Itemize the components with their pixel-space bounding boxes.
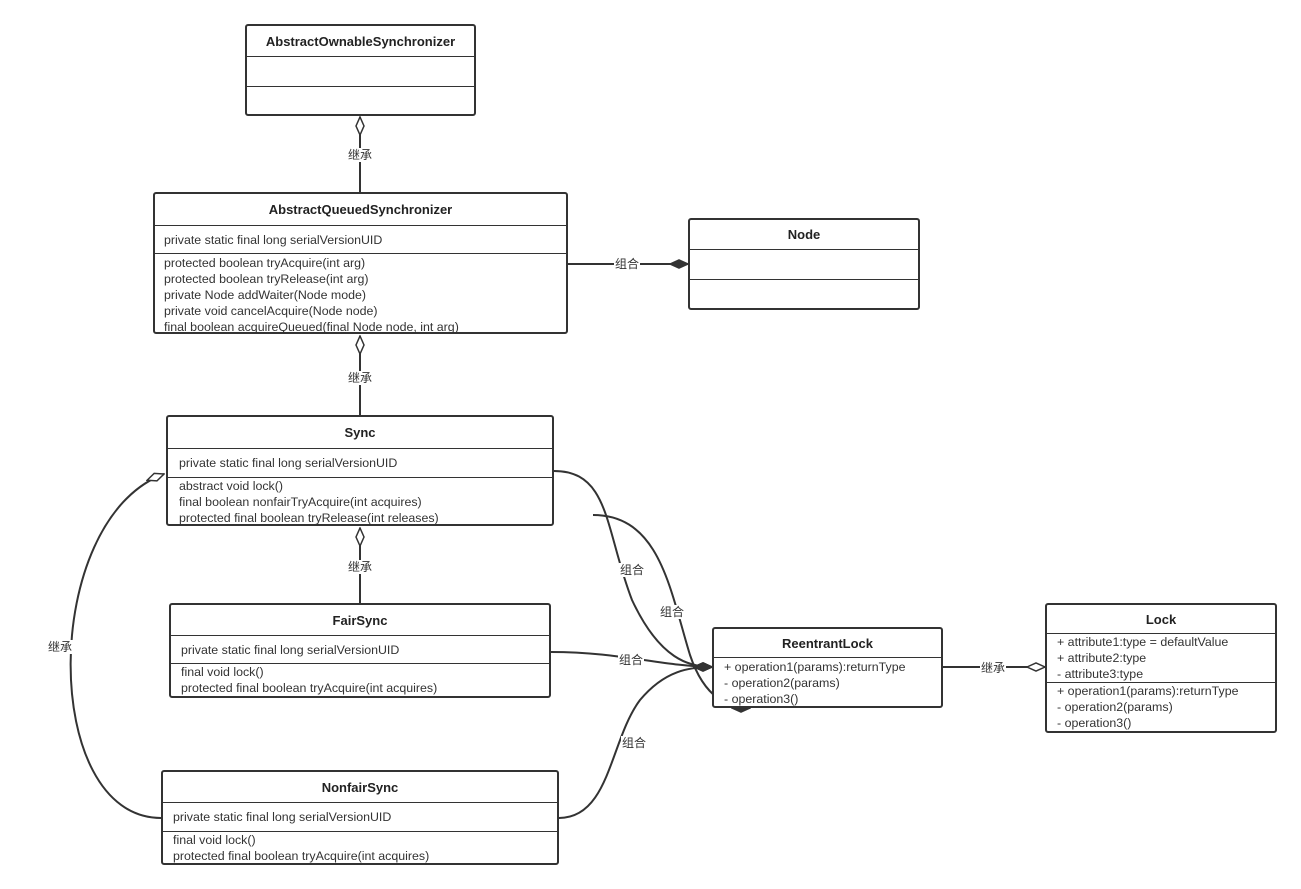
class-abstract-queued-synchronizer[interactable]: AbstractQueuedSynchronizer private stati… bbox=[153, 192, 568, 334]
operations-section bbox=[690, 280, 918, 308]
label-compose-sync-b: 组合 bbox=[659, 605, 686, 619]
attribute: private static final long serialVersionU… bbox=[173, 810, 392, 824]
attributes-section: private static final long serialVersionU… bbox=[155, 226, 566, 254]
operation: - operation2(params) bbox=[724, 676, 840, 690]
operation: - operation3() bbox=[1057, 716, 1132, 730]
edge-sync-to-rl-a[interactable] bbox=[553, 470, 712, 667]
operation: - operation2(params) bbox=[1057, 700, 1173, 714]
attribute: private static final long serialVersionU… bbox=[181, 642, 400, 657]
operations-section: + operation1(params):returnType - operat… bbox=[714, 659, 941, 707]
operation: + operation1(params):returnType bbox=[724, 660, 906, 674]
class-lock[interactable]: Lock + attribute1:type = defaultValue + … bbox=[1045, 603, 1277, 733]
label-inherit-nonfair-sync: 继承 bbox=[47, 640, 74, 654]
label-inherit-fair-sync: 继承 bbox=[347, 560, 374, 574]
attributes-section: private static final long serialVersionU… bbox=[163, 803, 557, 832]
operation: + operation1(params):returnType bbox=[1057, 684, 1239, 698]
attribute: + attribute2:type bbox=[1057, 651, 1147, 665]
operations-section: final void lock() protected final boolea… bbox=[163, 832, 557, 864]
attribute: private static final long serialVersionU… bbox=[164, 232, 383, 247]
attribute: - attribute3:type bbox=[1057, 667, 1144, 681]
class-name: Lock bbox=[1047, 605, 1275, 634]
class-name: Sync bbox=[168, 417, 552, 449]
operation: - operation3() bbox=[724, 692, 799, 706]
operation: protected final boolean tryAcquire(int a… bbox=[181, 681, 438, 695]
class-name: AbstractOwnableSynchronizer bbox=[247, 26, 474, 57]
edge-nonfair-to-rl[interactable] bbox=[558, 667, 712, 819]
class-node[interactable]: Node bbox=[688, 218, 920, 310]
operation: abstract void lock() bbox=[179, 479, 283, 493]
operation: private Node addWaiter(Node mode) bbox=[164, 288, 367, 302]
class-name: Node bbox=[690, 220, 918, 250]
class-sync[interactable]: Sync private static final long serialVer… bbox=[166, 415, 554, 526]
operation: private void cancelAcquire(Node node) bbox=[164, 304, 378, 318]
class-name: FairSync bbox=[171, 605, 549, 636]
class-nonfair-sync[interactable]: NonfairSync private static final long se… bbox=[161, 770, 559, 865]
operation: final boolean nonfairTryAcquire(int acqu… bbox=[179, 495, 422, 509]
attributes-section bbox=[247, 57, 474, 87]
class-name: NonfairSync bbox=[163, 772, 557, 803]
class-name: ReentrantLock bbox=[714, 629, 941, 658]
operation: final boolean acquireQueued(final Node n… bbox=[164, 320, 459, 334]
operations-section bbox=[247, 87, 474, 114]
class-name: AbstractQueuedSynchronizer bbox=[155, 194, 566, 226]
label-inherit-sync-aqs: 继承 bbox=[347, 371, 374, 385]
class-reentrant-lock[interactable]: ReentrantLock + operation1(params):retur… bbox=[712, 627, 943, 708]
operations-section: + operation1(params):returnType - operat… bbox=[1047, 683, 1275, 731]
label-inherit-rl-lock: 继承 bbox=[980, 661, 1007, 675]
operations-section: final void lock() protected final boolea… bbox=[171, 664, 549, 696]
operation: protected final boolean tryAcquire(int a… bbox=[173, 849, 430, 863]
operations-section: protected boolean tryAcquire(int arg) pr… bbox=[155, 254, 566, 335]
edge-nonfair-to-sync[interactable] bbox=[69, 474, 164, 819]
attributes-section: private static final long serialVersionU… bbox=[171, 636, 549, 664]
attribute: private static final long serialVersionU… bbox=[179, 456, 398, 470]
operation: final void lock() bbox=[181, 665, 264, 679]
attributes-section: private static final long serialVersionU… bbox=[168, 449, 552, 478]
class-fair-sync[interactable]: FairSync private static final long seria… bbox=[169, 603, 551, 698]
operation: protected boolean tryRelease(int arg) bbox=[164, 272, 369, 286]
class-abstract-ownable-synchronizer[interactable]: AbstractOwnableSynchronizer bbox=[245, 24, 476, 116]
operation: protected boolean tryAcquire(int arg) bbox=[164, 256, 366, 270]
label-compose-node: 组合 bbox=[614, 257, 641, 271]
label-inherit-aqs-aos: 继承 bbox=[347, 148, 374, 162]
label-compose-fair: 组合 bbox=[618, 653, 645, 667]
attribute: + attribute1:type = defaultValue bbox=[1057, 635, 1229, 649]
operation: protected final boolean tryRelease(int r… bbox=[179, 511, 439, 525]
label-compose-sync-a: 组合 bbox=[619, 563, 646, 577]
attributes-section bbox=[690, 250, 918, 280]
operations-section: abstract void lock() final boolean nonfa… bbox=[168, 478, 552, 526]
label-compose-nonfair: 组合 bbox=[621, 736, 648, 750]
attributes-section: + attribute1:type = defaultValue + attri… bbox=[1047, 634, 1275, 683]
operation: final void lock() bbox=[173, 833, 256, 847]
